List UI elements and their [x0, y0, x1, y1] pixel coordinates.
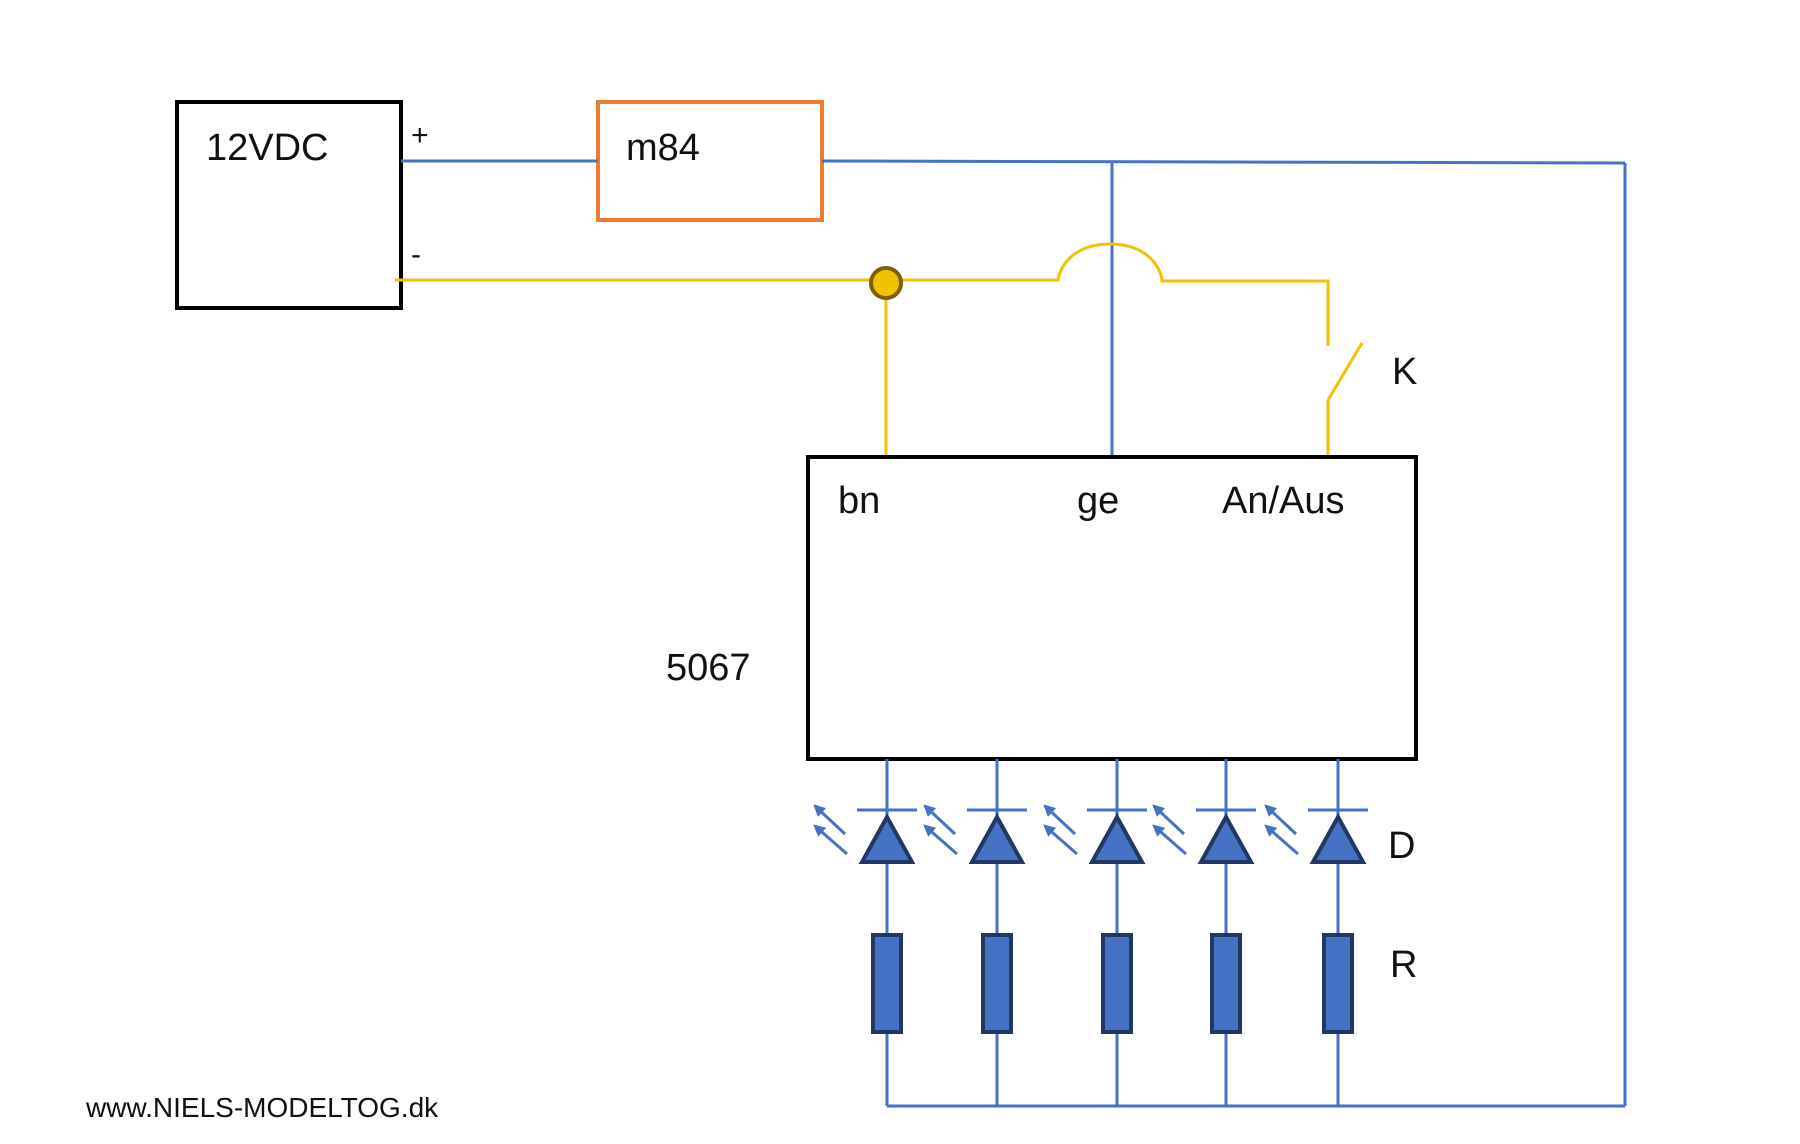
diode-symbol: [1197, 812, 1255, 864]
light-ray-arrow: [1264, 824, 1299, 856]
resistor-symbol: [1101, 933, 1133, 1034]
power-supply-label: 12VDC: [206, 127, 329, 169]
led-label: D: [1388, 825, 1415, 867]
led-channels: [813, 759, 1368, 1106]
plus-terminal-label: +: [411, 119, 429, 152]
switch-label: K: [1392, 351, 1417, 393]
light-ray-arrow: [1043, 824, 1078, 856]
resistor-symbol: [871, 933, 903, 1034]
light-ray-arrow: [1152, 804, 1186, 836]
light-ray-arrow: [1152, 824, 1187, 856]
resistor-symbol: [981, 933, 1013, 1034]
website-label: www.NIELS-MODELTOG.dk: [85, 1092, 439, 1123]
light-ray-arrow: [1043, 804, 1077, 836]
junction-node: [869, 266, 903, 300]
pin-ge-label: ge: [1077, 480, 1119, 522]
resistor-symbol: [1322, 933, 1354, 1034]
light-ray-arrow: [813, 804, 847, 836]
diode-symbol: [968, 812, 1026, 864]
light-ray-arrow: [1264, 804, 1298, 836]
negative-wire-main: [395, 242, 1330, 346]
m84-module-label: m84: [626, 127, 700, 169]
pin-onoff-label: An/Aus: [1222, 480, 1345, 522]
resistor-label: R: [1390, 944, 1417, 986]
power-supply-box: [175, 100, 403, 310]
switch-blade: [1326, 342, 1364, 401]
diode-symbol: [1088, 812, 1146, 864]
decoder-label: 5067: [666, 647, 751, 689]
light-ray-arrow: [923, 824, 958, 856]
light-ray-arrow: [923, 804, 957, 836]
positive-wire-top-bus: [821, 159, 1626, 165]
minus-terminal-label: -: [411, 238, 421, 271]
resistor-symbol: [1210, 933, 1242, 1034]
pin-bn-label: bn: [838, 480, 880, 522]
diode-symbol: [1309, 812, 1367, 864]
diode-symbol: [858, 812, 916, 864]
decoder-box: [806, 455, 1418, 761]
light-ray-arrow: [813, 824, 848, 856]
